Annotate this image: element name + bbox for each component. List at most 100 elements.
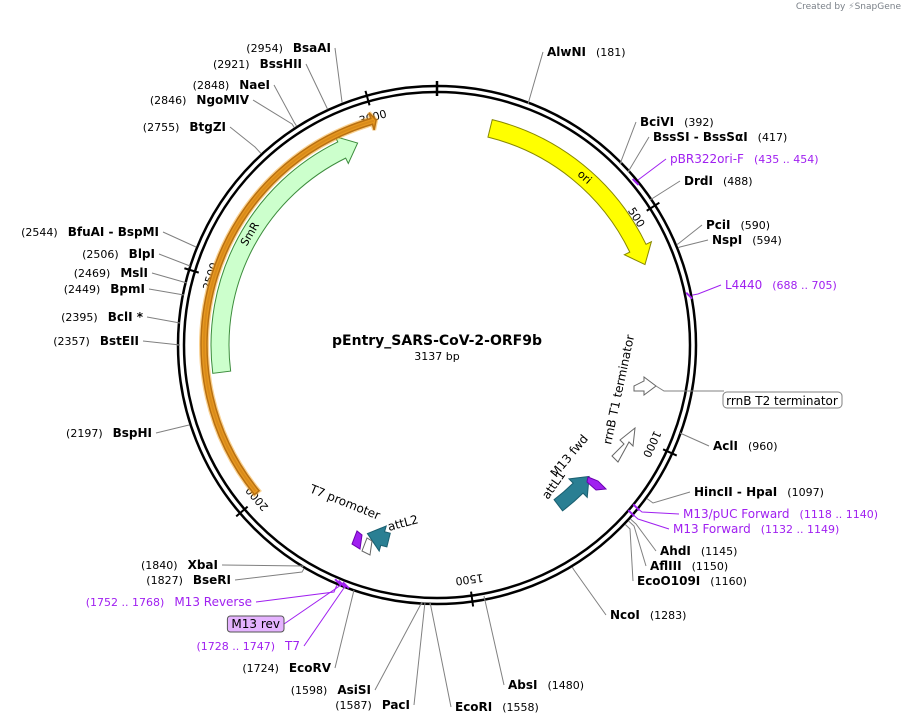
primer-l4440[interactable]: L4440(688 .. 705)	[725, 278, 837, 292]
lac-promoter-marker[interactable]	[361, 537, 373, 556]
site-blpi[interactable]: BlpI (2506)	[82, 247, 155, 261]
label-name: NcoI	[610, 608, 640, 622]
site-asisi[interactable]: AsiSI(1598)	[291, 683, 371, 697]
site-nspi[interactable]: NspI(594)	[712, 233, 782, 247]
label-box	[226, 615, 285, 633]
label-pos: (2848)	[193, 79, 230, 92]
site-btgzi[interactable]: BtgZI(2755)	[143, 120, 226, 134]
label-name: PacI	[382, 698, 410, 712]
feature-attl2[interactable]	[366, 525, 391, 553]
label-pos: (1145)	[701, 545, 738, 558]
rrnb-t2-terminator-label: rrnB T2 terminator	[726, 394, 838, 408]
label-name: AlwNI	[547, 45, 586, 59]
label-name: M13/pUC Forward	[683, 507, 790, 521]
label-name: BsaAI	[293, 41, 331, 55]
primer-labels: pBR322ori-F(435 .. 454) L4440(688 .. 705)…	[86, 152, 878, 653]
t7-promoter-marker[interactable]	[351, 530, 363, 550]
site-absi[interactable]: AbsI(1480)	[508, 678, 584, 692]
site-xbai-leader	[221, 564, 304, 568]
primer-t7-tick	[342, 581, 350, 590]
primer-pbr322ori-f-leader	[637, 158, 667, 181]
feature-attl1[interactable]	[553, 475, 590, 512]
site-bfuai-bspmi[interactable]: BfuAI - BspMI(2544)	[21, 225, 159, 239]
site-ahdi[interactable]: AhdI(1145)	[660, 544, 737, 558]
site-xbai[interactable]: XbaI(1840)	[141, 558, 218, 572]
site-hincii-hpai-leader	[646, 491, 691, 504]
site-bcivi[interactable]: BciVI(392)	[640, 115, 714, 129]
rrnb-t2-terminator-box[interactable]	[722, 391, 843, 409]
terminator-callout[interactable]: rrnB T2 terminator	[655, 385, 843, 409]
site-bsphi[interactable]: BspHI (2197)	[66, 426, 152, 440]
snapgene-icon: ⚡	[848, 2, 855, 12]
tick-500	[646, 201, 660, 212]
primer-m13-forward[interactable]: M13 Forward(1132 .. 1149)	[673, 522, 839, 536]
label-pos: (1132 .. 1149)	[761, 523, 840, 536]
label-name: AsiSI	[337, 683, 371, 697]
label-pos: (2197)	[66, 427, 103, 440]
label-pos: (1724)	[242, 662, 279, 675]
site-hincii-hpai[interactable]: HincII - HpaI(1097)	[694, 485, 824, 499]
center-labels: pEntry_SARS-CoV-2-ORF9b 3137 bp	[332, 333, 542, 363]
m13-fwd-primer-marker[interactable]	[586, 476, 608, 491]
site-ecoo109i-leader	[624, 524, 634, 582]
label-name: BspHI	[113, 426, 152, 440]
site-bseri[interactable]: BseRI(1827)	[146, 573, 231, 587]
site-bpmi[interactable]: BpmI(2449)	[64, 282, 145, 296]
label-name: EcoO109I	[637, 574, 700, 588]
feature-smr[interactable]	[210, 135, 359, 374]
site-bsteii[interactable]: BstEII(2357)	[53, 334, 139, 348]
site-msli[interactable]: MslI(2469)	[74, 266, 148, 280]
site-bsaai[interactable]: BsaAI(2954)	[246, 41, 331, 55]
feature-ori[interactable]	[487, 119, 653, 266]
label-pos: (1150)	[692, 560, 729, 573]
plasmid-length: 3137 bp	[414, 350, 459, 363]
primer-m13-puc-forward-leader	[638, 508, 680, 515]
rrnb-t1-terminator-marker[interactable]	[611, 426, 636, 463]
tick-label-1500: 1500	[455, 571, 485, 588]
site-ecoo109i[interactable]: EcoO109I(1160)	[637, 574, 747, 588]
site-ncoi[interactable]: NcoI(1283)	[610, 608, 686, 622]
label-pos: (590)	[741, 219, 771, 232]
site-naei[interactable]: NaeI(2848)	[193, 78, 270, 92]
primer-t7[interactable]: T7(1728 .. 1747)	[196, 639, 300, 653]
tick-1500	[470, 591, 475, 607]
label-pos: (1118 .. 1140)	[800, 508, 879, 521]
inner-labels: rrnB T1 terminator M13 fwd attL1 T7 prom…	[307, 333, 637, 533]
label-name: BssHII	[260, 57, 302, 71]
site-drdi-leader	[649, 180, 681, 201]
site-ngomiv-leader	[252, 99, 295, 128]
primer-pbr322ori-f[interactable]: pBR322ori-F(435 .. 454)	[670, 152, 819, 166]
site-paci-leader	[413, 601, 426, 706]
site-paci[interactable]: PacI(1587)	[335, 698, 410, 712]
label-pos: (2395)	[61, 311, 98, 324]
site-bcli[interactable]: BclI *(2395)	[61, 310, 144, 324]
label-pos: (960)	[748, 440, 778, 453]
label-pos: (488)	[723, 175, 753, 188]
site-asisi-leader	[374, 601, 423, 691]
attl2-label: attL2	[386, 512, 420, 534]
primer-m13-puc-forward[interactable]: M13/pUC Forward (1118 .. 1140)	[683, 507, 878, 521]
label-pos: (2506)	[82, 248, 119, 261]
site-drdi[interactable]: DrdI(488)	[684, 174, 753, 188]
site-bsshii[interactable]: BssHII(2921)	[213, 57, 302, 71]
label-pos: (1827)	[146, 574, 183, 587]
site-bsteii-leader	[142, 340, 181, 346]
primer-m13-reverse[interactable]: M13 Reverse(1752 .. 1768)	[86, 595, 252, 609]
site-alwni[interactable]: AlwNI(181)	[547, 45, 626, 59]
site-afliii[interactable]: AflIII(1150)	[650, 559, 728, 573]
site-acli-leader	[679, 432, 710, 447]
site-acli[interactable]: AclI(960)	[713, 439, 778, 453]
site-bsssi-bsss-i[interactable]: BssSI - BssSαI(417)	[653, 130, 787, 144]
site-pcii[interactable]: PciI(590)	[706, 218, 770, 232]
label-name: BciVI	[640, 115, 674, 129]
label-pos: (594)	[752, 234, 782, 247]
rrnb-t2-terminator-marker[interactable]	[633, 376, 657, 396]
primer-m13-rev-leader	[283, 583, 343, 625]
primer-m13-rev[interactable]: M13 rev	[226, 615, 285, 633]
primer-m13-forward-leader	[633, 514, 670, 530]
label-pos: (1558)	[502, 701, 539, 714]
site-ecori[interactable]: EcoRI(1558)	[455, 700, 539, 714]
label-name: BlpI	[129, 247, 155, 261]
site-ecorv[interactable]: EcoRV(1724)	[242, 661, 331, 675]
site-ngomiv[interactable]: NgoMIV(2846)	[150, 93, 250, 107]
